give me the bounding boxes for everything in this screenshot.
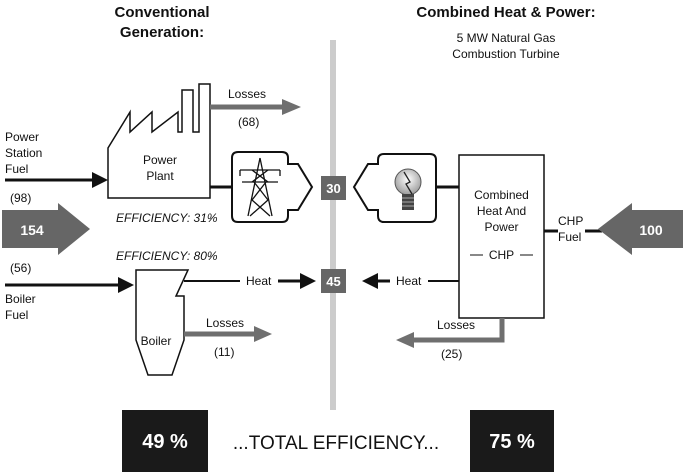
chp-heat-arrow xyxy=(362,273,390,289)
electricity-output-value: 30 xyxy=(326,181,340,196)
power-station-fuel-label-2: Station xyxy=(5,146,42,160)
chp-losses-arrow xyxy=(396,318,505,348)
boiler-fuel-value: (56) xyxy=(10,261,31,275)
power-station-fuel-label-3: Fuel xyxy=(5,162,28,176)
heat-output-box: 45 xyxy=(321,269,346,293)
chp-input-arrow: 100 xyxy=(598,203,683,255)
boiler-efficiency: EFFICIENCY: 80% xyxy=(116,249,218,263)
boiler-heat-arrow xyxy=(278,273,316,289)
chp-fuel-label-2: Fuel xyxy=(558,230,581,244)
boiler-losses-label: Losses xyxy=(206,316,244,330)
chp-losses-label: Losses xyxy=(437,318,475,332)
plant-losses-label: Losses xyxy=(228,87,266,101)
boiler-losses-value: (11) xyxy=(214,345,234,359)
boiler-fuel-label-2: Fuel xyxy=(5,308,28,322)
power-station-fuel-label-1: Power xyxy=(5,130,39,144)
chp-box-label-3: Power xyxy=(484,220,518,234)
right-title: Combined Heat & Power: xyxy=(416,4,595,21)
power-plant-label-2: Plant xyxy=(146,169,174,183)
light-bulb-icon xyxy=(352,153,437,223)
chp-box-tag: CHP xyxy=(489,248,514,262)
power-station-fuel-value: (98) xyxy=(10,191,31,205)
efficiency-right-value: 75 % xyxy=(489,431,535,453)
chp-fuel-label-1: CHP xyxy=(558,214,583,228)
right-subtitle-line1: 5 MW Natural Gas xyxy=(457,31,556,45)
heat-output-value: 45 xyxy=(326,274,340,289)
chp-losses-value: (25) xyxy=(441,347,462,361)
efficiency-left-box: 49 % xyxy=(122,410,208,472)
chp-unit-box: Combined Heat And Power CHP xyxy=(458,154,545,319)
power-plant-building xyxy=(107,83,211,199)
boiler-heat-label: Heat xyxy=(246,274,272,288)
input-total-value: 154 xyxy=(20,222,44,238)
chp-box-label-2: Heat And xyxy=(477,204,526,218)
input-total-arrow: 154 xyxy=(2,203,90,255)
total-efficiency-label: ...TOTAL EFFICIENCY... xyxy=(233,433,439,454)
left-title-line1: Conventional xyxy=(114,4,209,21)
left-title-line2: Generation: xyxy=(120,24,204,41)
chp-heat-label: Heat xyxy=(396,274,422,288)
power-plant-label-1: Power xyxy=(143,153,177,167)
plant-efficiency: EFFICIENCY: 31% xyxy=(116,211,218,225)
boiler-label: Boiler xyxy=(141,334,172,348)
boiler-losses-arrow xyxy=(184,326,272,342)
power-station-fuel-arrow xyxy=(5,172,108,188)
boiler-shape xyxy=(135,269,190,376)
efficiency-left-value: 49 % xyxy=(142,431,188,453)
plant-losses-value: (68) xyxy=(238,115,259,129)
plant-losses-arrow xyxy=(210,99,301,115)
boiler-fuel-arrow xyxy=(5,277,134,293)
right-subtitle-line2: Combustion Turbine xyxy=(452,47,560,61)
center-divider xyxy=(330,40,336,410)
electricity-output-box: 30 xyxy=(321,176,346,200)
efficiency-right-box: 75 % xyxy=(470,410,554,472)
chp-box-label-1: Combined xyxy=(474,188,529,202)
chp-input-value: 100 xyxy=(639,222,663,238)
transmission-tower-icon xyxy=(231,151,314,223)
boiler-fuel-label-1: Boiler xyxy=(5,292,36,306)
